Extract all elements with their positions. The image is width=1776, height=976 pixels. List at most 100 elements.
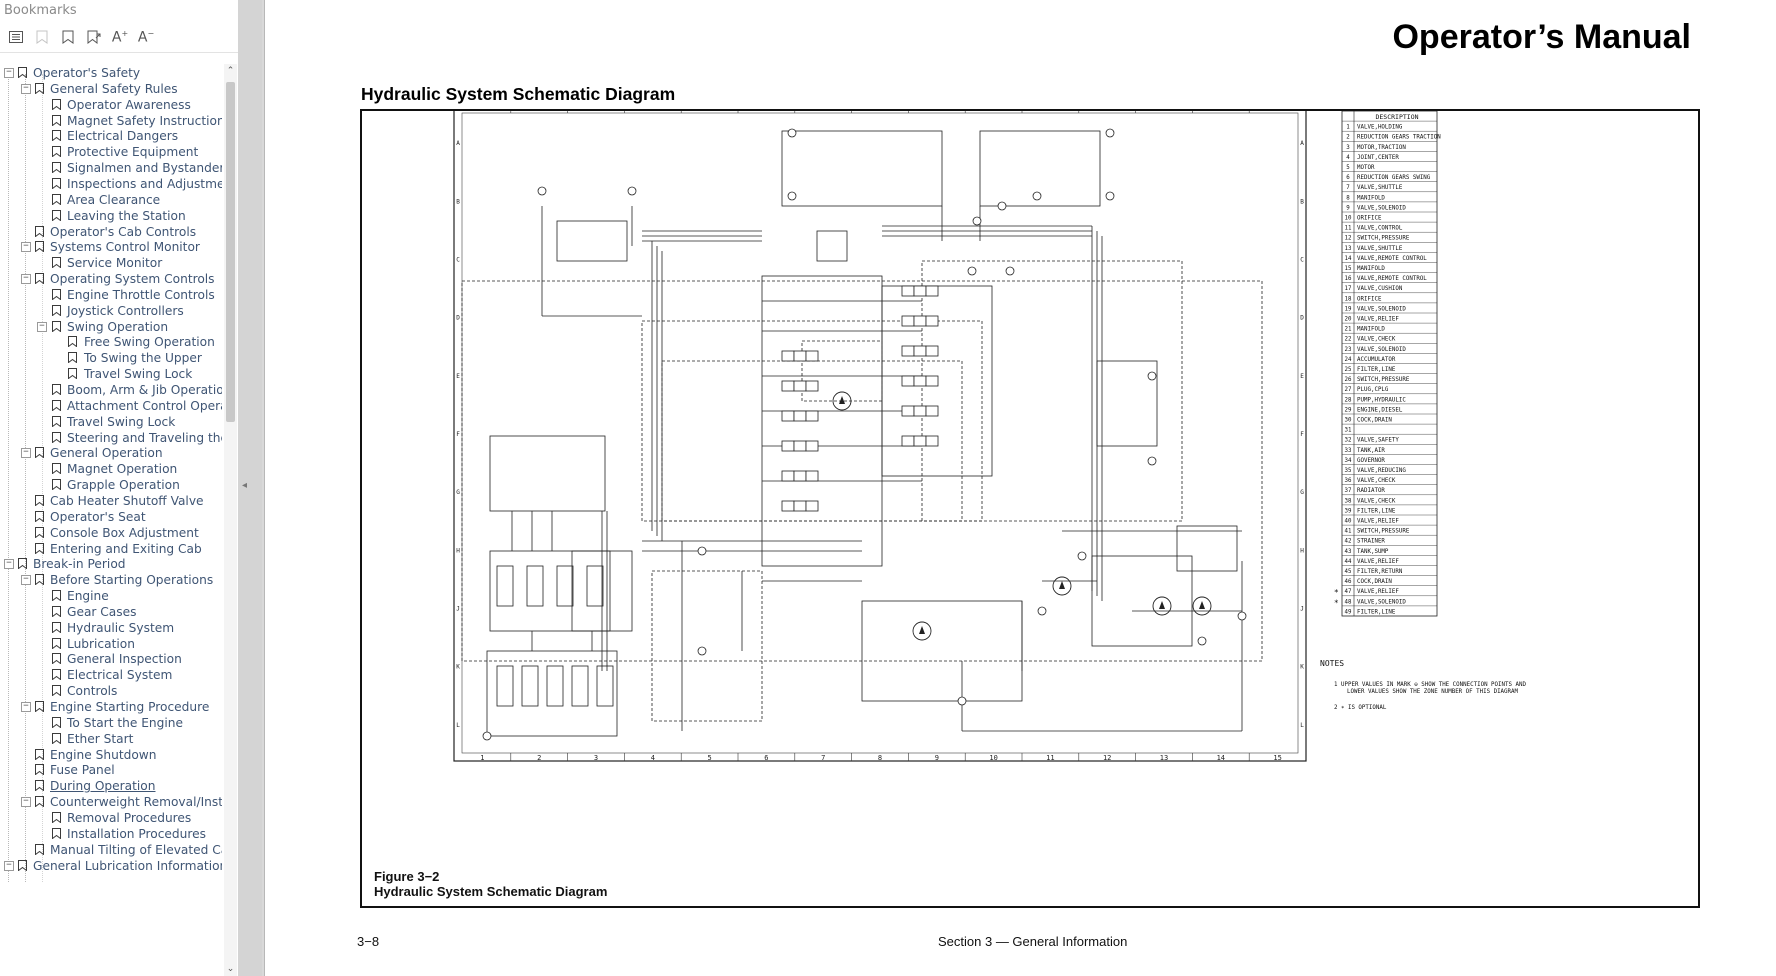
bookmark-item[interactable]: Protective Equipment (0, 143, 222, 161)
bookmark-label: Manual Tilting of Elevated Cab (50, 842, 222, 857)
component-outline (1096, 360, 1158, 447)
row-label: G (1300, 489, 1304, 496)
collapse-toggle-icon[interactable]: − (21, 448, 31, 459)
scroll-up-icon[interactable]: ⌃ (226, 66, 235, 76)
section-label: Section 3 — General Information (938, 934, 1128, 949)
bookmark-item[interactable]: −General Lubrication Information (0, 857, 222, 875)
bookmark-item[interactable]: −Operator's Safety (0, 64, 222, 82)
bookmark-item[interactable]: Service Monitor (0, 254, 222, 272)
collapse-toggle-icon[interactable]: − (4, 559, 14, 570)
bookmark-item[interactable]: Engine (0, 587, 222, 605)
bookmark-item[interactable]: Magnet Safety Instructions (0, 112, 222, 130)
bookmark-item[interactable]: Engine Throttle Controls (0, 286, 222, 304)
bookmark-item[interactable]: Lubrication (0, 635, 222, 653)
collapse-toggle-icon[interactable]: − (21, 242, 31, 253)
row-label: D (456, 315, 460, 322)
bookmark-item[interactable]: Entering and Exiting Cab (0, 540, 222, 558)
bookmark-item[interactable]: Joystick Controllers (0, 302, 222, 320)
expand-bookmark-icon[interactable] (84, 27, 104, 47)
new-bookmark-icon[interactable] (58, 27, 78, 47)
bookmark-item[interactable]: Signalmen and Bystanders (0, 159, 222, 177)
bookmark-icon (52, 288, 61, 300)
bookmark-item[interactable]: Manual Tilting of Elevated Cab (0, 841, 222, 859)
bookmark-item[interactable]: Inspections and Adjustments (0, 175, 222, 193)
bookmark-item[interactable]: −Systems Control Monitor (0, 238, 222, 256)
collapse-toggle-icon[interactable]: − (21, 274, 31, 285)
component-outline (1176, 525, 1238, 572)
bookmark-item[interactable]: −Swing Operation (0, 318, 222, 336)
bookmark-icon (52, 637, 61, 649)
bookmark-item[interactable]: Ether Start (0, 730, 222, 748)
collapse-panel-icon[interactable]: ◂ (242, 480, 248, 491)
bookmark-item[interactable]: −General Operation (0, 444, 222, 462)
bookmark-item[interactable]: −General Safety Rules (0, 80, 222, 98)
bookmark-item[interactable]: Operator's Seat (0, 508, 222, 526)
bookmark-label: Operator's Seat (50, 509, 146, 524)
options-menu-icon[interactable] (6, 27, 26, 47)
scrollbar-thumb[interactable] (226, 82, 235, 422)
bookmark-item[interactable]: Steering and Traveling the (0, 429, 222, 447)
legend-item-number: 19 (1345, 306, 1352, 312)
column-label: 1 (480, 754, 484, 762)
bookmark-item[interactable]: Travel Swing Lock (0, 365, 222, 383)
bookmark-item[interactable]: To Swing the Upper (0, 349, 222, 367)
legend-item-description: MANIFOLD (1357, 195, 1385, 201)
bookmark-item[interactable]: To Start the Engine (0, 714, 222, 732)
bookmark-item[interactable]: Grapple Operation (0, 476, 222, 494)
panel-splitter[interactable]: ◂ (238, 0, 262, 976)
bookmark-item[interactable]: Attachment Control Operation (0, 397, 222, 415)
bookmark-item[interactable]: Free Swing Operation (0, 333, 222, 351)
collapse-toggle-icon[interactable]: − (4, 68, 14, 78)
bookmark-item[interactable]: −Operating System Controls (0, 270, 222, 288)
decrease-text-size-icon[interactable]: A− (137, 28, 155, 46)
collapse-toggle-icon[interactable]: − (21, 83, 31, 94)
bookmark-item[interactable]: Operator Awareness (0, 96, 222, 114)
bookmarks-toolbar: A+ A− (0, 22, 238, 53)
bookmark-item[interactable]: Console Box Adjustment (0, 524, 222, 542)
legend-item-description: FILTER,RETURN (1357, 569, 1403, 575)
scroll-down-icon[interactable]: ⌄ (226, 964, 235, 974)
bookmark-label: Fuse Panel (50, 763, 115, 778)
bookmark-item[interactable]: Removal Procedures (0, 809, 222, 827)
bookmark-item[interactable]: Boom, Arm & Jib Operation (0, 381, 222, 399)
collapse-toggle-icon[interactable]: − (4, 860, 14, 871)
bookmark-icon (52, 479, 61, 491)
bookmarks-scrollbar[interactable]: ⌃ ⌄ (224, 64, 237, 976)
bookmark-item[interactable]: Installation Procedures (0, 825, 222, 843)
bookmark-item[interactable]: Engine Shutdown (0, 746, 222, 764)
bookmark-item[interactable]: Electrical System (0, 666, 222, 684)
bookmark-item[interactable]: Fuse Panel (0, 761, 222, 779)
bookmark-item[interactable]: −Engine Starting Procedure (0, 698, 222, 716)
bookmark-icon (52, 193, 61, 205)
collapse-toggle-icon[interactable]: − (21, 575, 31, 586)
bookmark-item[interactable]: Operator's Cab Controls (0, 223, 222, 241)
connection-point-symbol (627, 186, 637, 196)
bookmark-item[interactable]: Leaving the Station (0, 207, 222, 225)
collapse-toggle-icon[interactable]: − (21, 702, 31, 712)
bookmark-item[interactable]: Electrical Dangers (0, 127, 222, 145)
collapse-toggle-icon[interactable]: − (37, 321, 47, 332)
bookmark-item[interactable]: Area Clearance (0, 191, 222, 209)
bookmark-item[interactable]: Controls (0, 682, 222, 700)
legend-item-number: 31 (1345, 428, 1352, 434)
increase-text-size-icon[interactable]: A+ (111, 28, 129, 46)
bookmark-item[interactable]: Travel Swing Lock (0, 413, 222, 431)
bookmark-item[interactable]: General Inspection (0, 650, 222, 668)
legend-item-number: 11 (1345, 226, 1352, 232)
bookmark-item[interactable]: Cab Heater Shutoff Valve (0, 492, 222, 510)
spool-valve-symbol (793, 410, 807, 422)
spool-valve-symbol (805, 350, 819, 362)
bookmark-item[interactable]: −Break-in Period (0, 555, 222, 573)
bookmark-item[interactable]: Magnet Operation (0, 460, 222, 478)
delete-bookmark-icon[interactable] (32, 27, 52, 47)
collapse-toggle-icon[interactable]: − (21, 797, 31, 808)
bookmark-item[interactable]: −Before Starting Operations (0, 571, 222, 589)
bookmark-item[interactable]: Gear Cases (0, 603, 222, 621)
spool-valve-symbol (793, 470, 807, 482)
row-label: E (1300, 373, 1304, 380)
spool-valve-symbol (913, 435, 927, 447)
bookmark-icon (52, 431, 61, 443)
bookmark-item[interactable]: Hydraulic System (0, 619, 222, 637)
bookmark-item[interactable]: −Counterweight Removal/Installation (0, 793, 222, 811)
bookmark-item[interactable]: During Operation (0, 777, 222, 795)
